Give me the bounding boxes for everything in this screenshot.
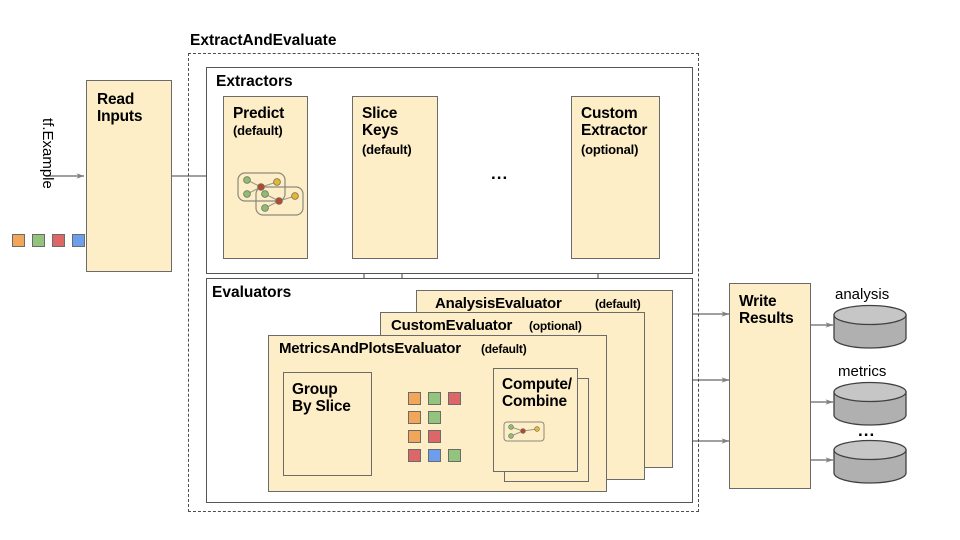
- read-inputs-label: Read Inputs: [97, 91, 143, 126]
- group-by-slice-box[interactable]: Group By Slice: [283, 372, 372, 476]
- extract-and-evaluate-group: [188, 53, 699, 512]
- chip-green: [428, 411, 441, 424]
- chip-row: [408, 392, 461, 405]
- output-label-more: ...: [858, 421, 876, 440]
- evaluator-metrics-and-plots-label: MetricsAndPlotsEvaluator: [279, 340, 461, 357]
- chip-red: [448, 392, 461, 405]
- compute-graph-icon: [503, 421, 545, 442]
- chip-row: [408, 449, 461, 462]
- compute-combine-label: Compute/ Combine: [502, 376, 572, 411]
- input-chips: [12, 234, 85, 247]
- chip-orange: [12, 234, 25, 247]
- chip-row: [408, 411, 461, 424]
- evaluator-analysis-qualifier: (default): [595, 297, 641, 311]
- extractor-predict-qualifier: (default): [233, 123, 283, 138]
- evaluator-analysis-label: AnalysisEvaluator: [435, 295, 562, 312]
- chip-red: [52, 234, 65, 247]
- chip-green: [32, 234, 45, 247]
- metrics-datastore-icon: [833, 381, 907, 426]
- evaluator-custom-qualifier: (optional): [529, 319, 582, 333]
- slice-chip-grid: [408, 392, 461, 468]
- evaluator-metrics-and-plots-qualifier: (default): [481, 342, 527, 356]
- extractor-slice-keys-label: Slice Keys: [362, 105, 399, 140]
- output-label-metrics: metrics: [838, 363, 887, 380]
- extractor-slice-keys[interactable]: Slice Keys (default): [352, 96, 438, 259]
- chip-blue: [72, 234, 85, 247]
- group-by-slice-label: Group By Slice: [292, 381, 351, 416]
- extract-and-evaluate-title: ExtractAndEvaluate: [190, 32, 337, 49]
- extractor-custom-label: Custom Extractor: [581, 105, 648, 140]
- extractors-ellipsis: ...: [491, 164, 509, 183]
- chip-green: [448, 449, 461, 462]
- write-results-label: Write Results: [739, 293, 794, 328]
- evaluators-title: Evaluators: [212, 284, 292, 301]
- chip-blue: [428, 449, 441, 462]
- extractor-custom-qualifier: (optional): [581, 142, 639, 157]
- chip-row: [408, 430, 461, 443]
- output-label-analysis: analysis: [835, 286, 890, 303]
- compute-combine-box[interactable]: Compute/ Combine: [493, 368, 578, 472]
- input-label: tf.Example: [39, 118, 56, 189]
- evaluator-custom-label: CustomEvaluator: [391, 317, 513, 334]
- more-datastore-icon: [833, 439, 907, 484]
- chip-green: [428, 392, 441, 405]
- predict-graph-icon: [237, 172, 304, 216]
- chip-red: [408, 449, 421, 462]
- chip-orange: [408, 430, 421, 443]
- chip-orange: [408, 411, 421, 424]
- extractor-predict[interactable]: Predict (default): [223, 96, 308, 259]
- extractor-custom[interactable]: Custom Extractor (optional): [571, 96, 660, 259]
- read-inputs-box[interactable]: Read Inputs: [86, 80, 172, 272]
- extractors-title: Extractors: [216, 73, 293, 90]
- chip-orange: [408, 392, 421, 405]
- write-results-box[interactable]: Write Results: [729, 283, 811, 489]
- extractor-predict-label: Predict: [233, 105, 285, 122]
- chip-red: [428, 430, 441, 443]
- extractor-slice-keys-qualifier: (default): [362, 142, 412, 157]
- analysis-datastore-icon: [833, 304, 907, 349]
